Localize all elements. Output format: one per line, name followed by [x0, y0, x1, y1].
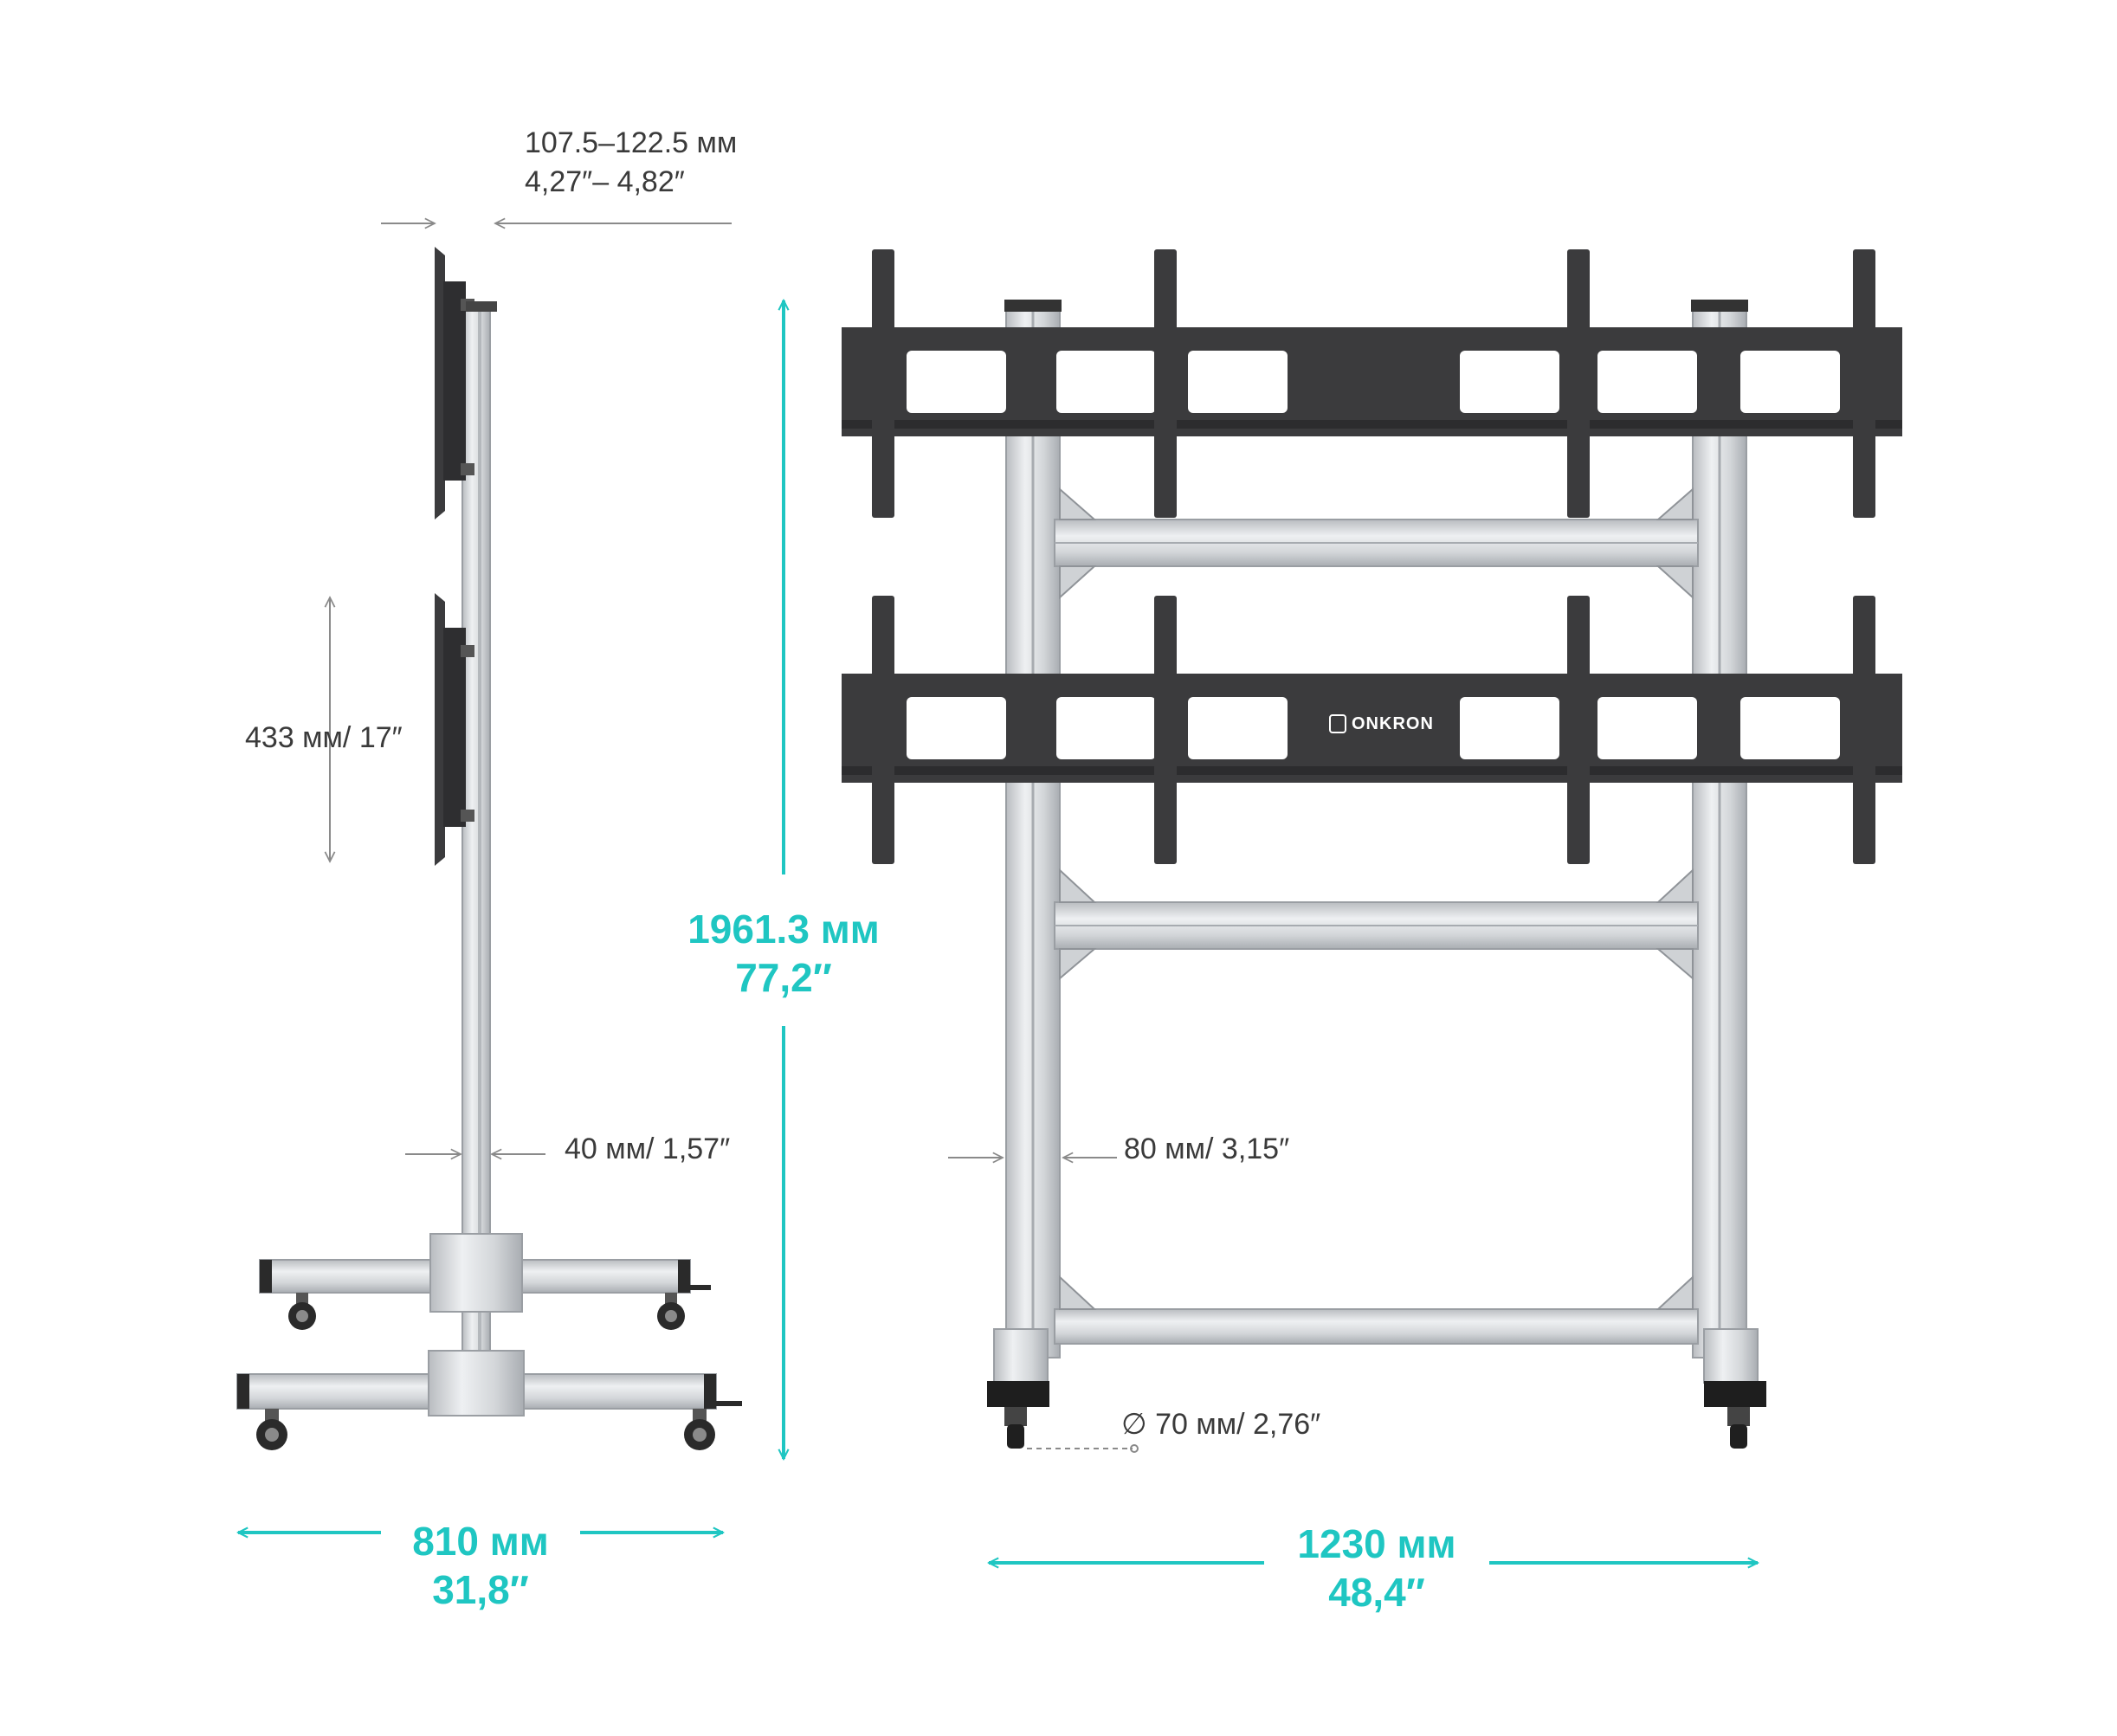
front-view — [987, 300, 1766, 1449]
total-width-mm-label: 1230 мм — [1297, 1521, 1456, 1566]
side-lower-bracket — [443, 628, 466, 827]
side-upper-bracket — [443, 281, 466, 481]
side-caster — [288, 1293, 316, 1330]
side-caster — [256, 1409, 287, 1450]
side-lower-screen-plate — [435, 593, 445, 866]
caster-diameter-label: ∅ 70 мм/ 2,76″ — [1121, 1408, 1321, 1441]
side-dimension-lines — [238, 223, 732, 1533]
total-height-inch-label: 77,2″ — [735, 955, 832, 1000]
front-upper-mount-bracket — [842, 249, 1902, 518]
front-column-width-label: 80 мм/ 3,15″ — [1124, 1133, 1290, 1165]
base-depth-inch-label: 31,8″ — [432, 1567, 529, 1612]
side-caster — [684, 1409, 715, 1450]
brand-logo: ONKRON — [1329, 714, 1434, 733]
front-caster — [1727, 1407, 1750, 1449]
front-dimension-lines — [948, 1158, 1758, 1563]
side-view — [236, 247, 742, 1450]
total-height-mm-label: 1961.3 мм — [687, 907, 880, 952]
total-width-inch-label: 48,4″ — [1328, 1570, 1425, 1615]
front-caster — [1004, 1407, 1027, 1449]
brand-logo-text: ONKRON — [1352, 714, 1434, 733]
front-bottom-crossbeam — [1054, 1308, 1699, 1345]
front-left-foot — [993, 1328, 1049, 1384]
vesa-vertical-label: 433 мм/ 17″ — [245, 721, 403, 754]
front-right-foot — [1703, 1328, 1759, 1384]
base-depth-mm-label: 810 мм — [412, 1519, 549, 1564]
front-lower-mount-bracket — [842, 596, 1902, 864]
side-upper-screen-plate — [435, 247, 445, 520]
brand-logo-icon — [1329, 714, 1346, 733]
bracket-depth-inch-label: 4,27″– 4,82″ — [525, 165, 685, 198]
side-caster — [657, 1293, 685, 1330]
side-column-width-label: 40 мм/ 1,57″ — [565, 1133, 731, 1165]
bracket-depth-mm-label: 107.5–122.5 мм — [525, 126, 738, 159]
side-column — [461, 307, 491, 1382]
